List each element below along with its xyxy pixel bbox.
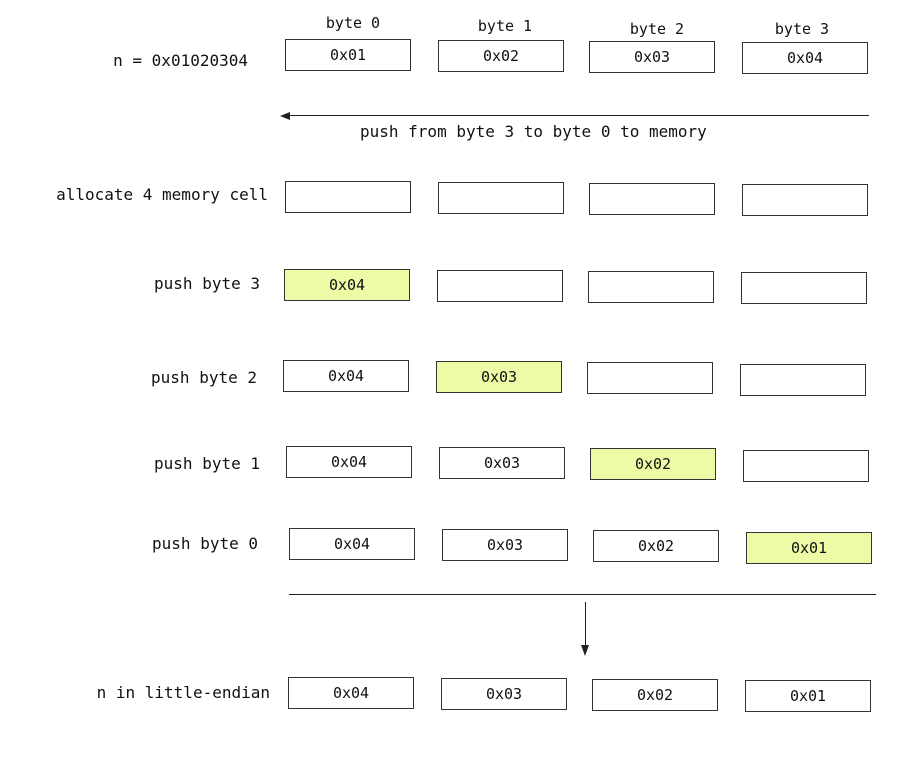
column-header-byte-2: byte 2 xyxy=(629,20,685,38)
push-direction-arrow-line xyxy=(288,115,869,116)
memory-cell xyxy=(742,184,868,216)
push-direction-arrowhead xyxy=(280,112,290,120)
row-label-push-byte-1: push byte 1 xyxy=(154,454,260,473)
row-label-allocate: allocate 4 memory cell xyxy=(56,185,268,204)
memory-cell-highlighted: 0x01 xyxy=(746,532,872,564)
memory-cell: 0x04 xyxy=(286,446,412,478)
memory-cell: 0x02 xyxy=(438,40,564,72)
memory-cell: 0x04 xyxy=(288,677,414,709)
memory-cell: 0x03 xyxy=(589,41,715,73)
row-label-little-endian-result: n in little-endian xyxy=(96,683,270,702)
row-label-push-byte-2: push byte 2 xyxy=(151,368,257,387)
memory-cell: 0x01 xyxy=(285,39,411,71)
memory-cell: 0x03 xyxy=(442,529,568,561)
memory-cell xyxy=(437,270,563,302)
row-label-push-byte-0: push byte 0 xyxy=(152,534,258,553)
memory-cell-highlighted: 0x04 xyxy=(284,269,410,301)
memory-cell xyxy=(438,182,564,214)
memory-cell xyxy=(587,362,713,394)
memory-cell: 0x02 xyxy=(592,679,718,711)
memory-cell xyxy=(588,271,714,303)
separator-line xyxy=(289,594,876,595)
memory-cell xyxy=(741,272,867,304)
memory-cell: 0x04 xyxy=(289,528,415,560)
memory-cell: 0x03 xyxy=(439,447,565,479)
row-label-original-value: n = 0x01020304 xyxy=(113,51,248,70)
column-header-byte-1: byte 1 xyxy=(477,17,533,35)
row-label-push-byte-3: push byte 3 xyxy=(154,274,260,293)
result-arrow-line xyxy=(585,602,586,647)
memory-cell-highlighted: 0x02 xyxy=(590,448,716,480)
memory-cell xyxy=(285,181,411,213)
memory-cell: 0x01 xyxy=(745,680,871,712)
memory-cell xyxy=(589,183,715,215)
column-header-byte-0: byte 0 xyxy=(325,14,381,32)
result-arrowhead xyxy=(581,645,589,656)
memory-cell-highlighted: 0x03 xyxy=(436,361,562,393)
memory-cell: 0x02 xyxy=(593,530,719,562)
memory-cell: 0x03 xyxy=(441,678,567,710)
memory-cell: 0x04 xyxy=(742,42,868,74)
push-direction-caption: push from byte 3 to byte 0 to memory xyxy=(360,122,707,141)
memory-cell: 0x04 xyxy=(283,360,409,392)
memory-cell xyxy=(740,364,866,396)
column-header-byte-3: byte 3 xyxy=(774,20,830,38)
memory-cell xyxy=(743,450,869,482)
